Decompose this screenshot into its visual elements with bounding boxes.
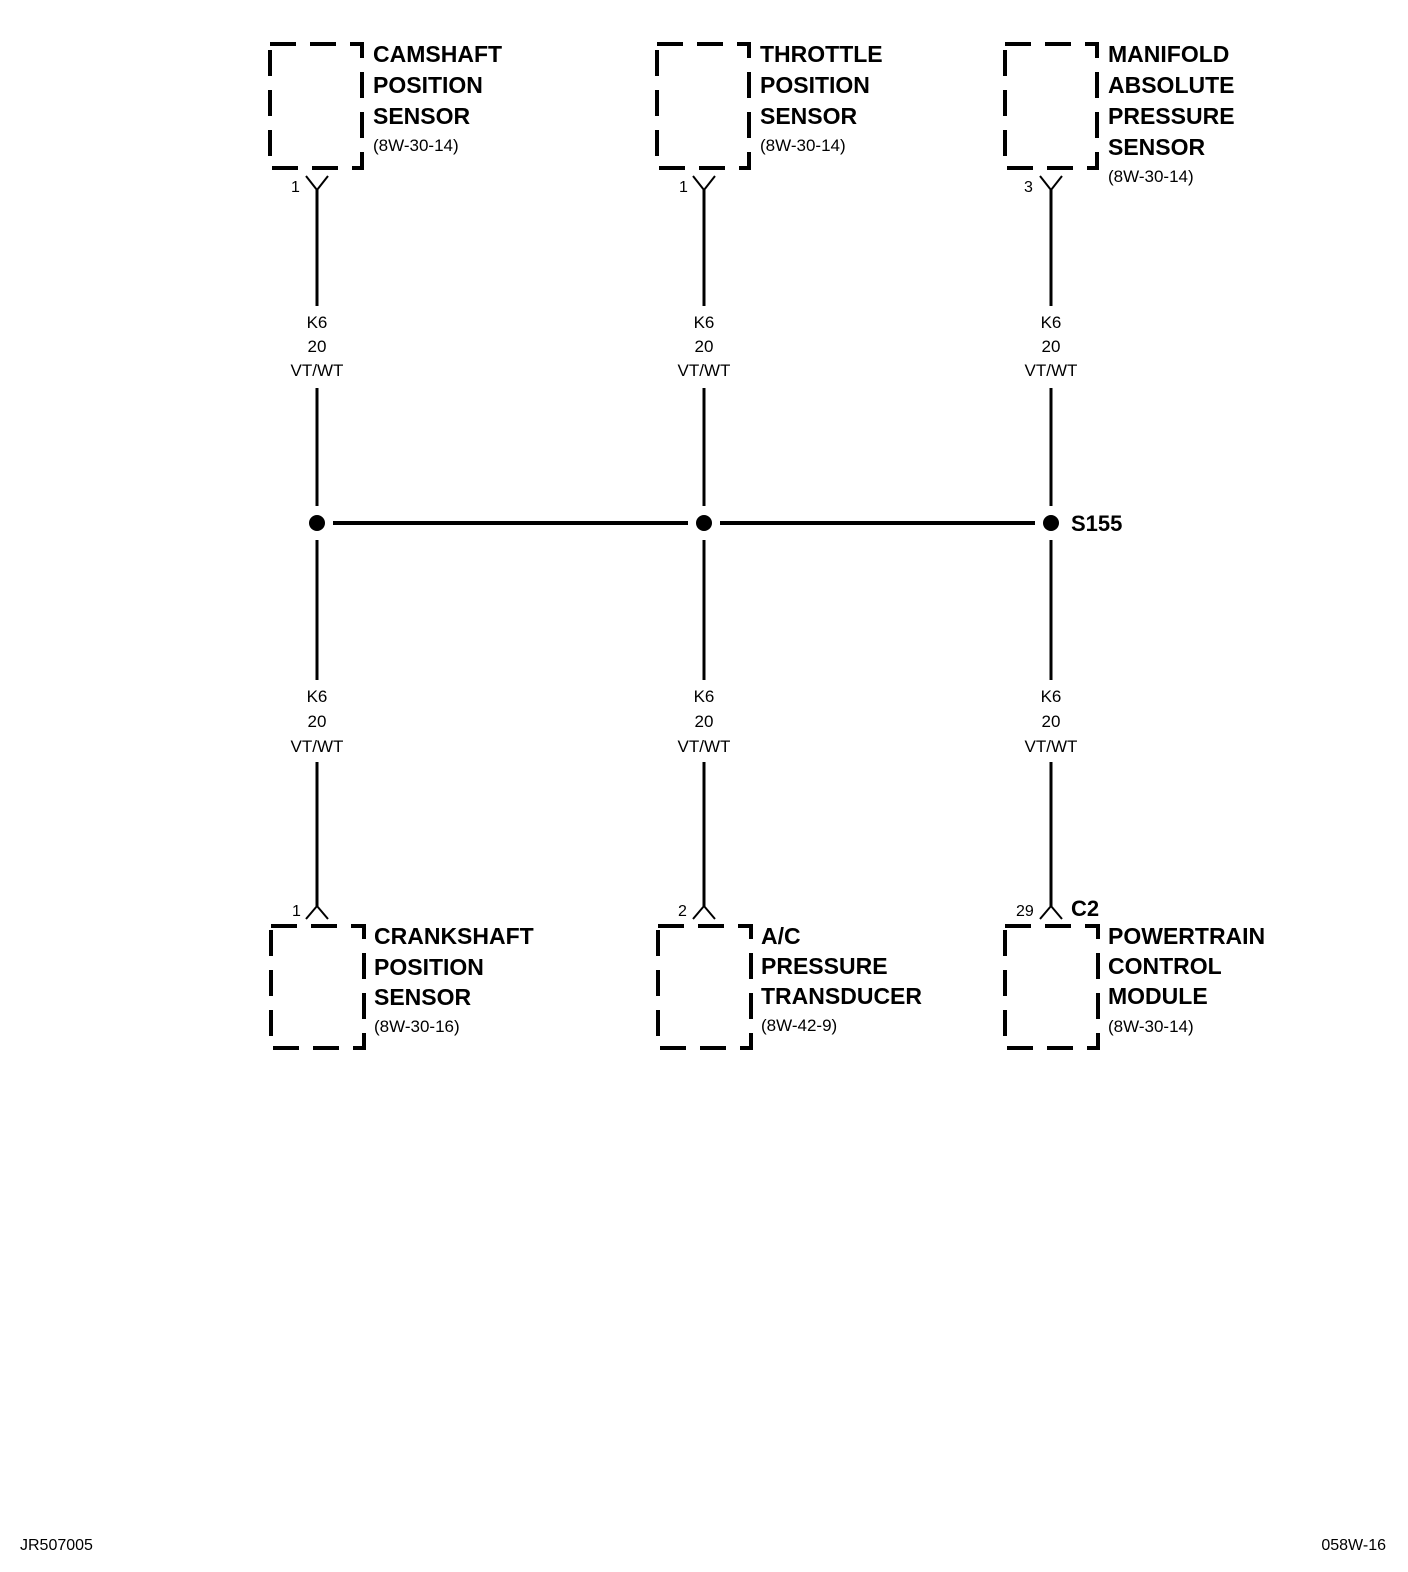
throttle-name-3: SENSOR (760, 103, 858, 129)
footer-left-id: JR507005 (20, 1537, 93, 1554)
splice-dot-left (309, 515, 325, 531)
ac-name-2: PRESSURE (761, 953, 888, 979)
wire-circuit: K6 (694, 313, 715, 332)
map-name-2: ABSOLUTE (1108, 72, 1235, 98)
splice-label: S155 (1071, 511, 1122, 536)
wire-circuit: K6 (307, 313, 328, 332)
map-ref: (8W-30-14) (1108, 167, 1194, 186)
throttle-name-2: POSITION (760, 72, 870, 98)
wire-label-map-top: K6 20 VT/WT (1025, 313, 1078, 380)
ac-pin: 2 (678, 903, 687, 920)
pcm-connector: C2 (1071, 896, 1099, 921)
throttle-pin: 1 (679, 179, 688, 196)
ac-transducer-box (656, 924, 753, 1050)
throttle-name-1: THROTTLE (760, 41, 883, 67)
pcm-pin: 29 (1016, 903, 1034, 920)
pcm-box (1003, 924, 1100, 1050)
camshaft-sensor-box (268, 42, 364, 170)
splice-dot-center (696, 515, 712, 531)
camshaft-terminal (305, 175, 329, 192)
map-name-4: SENSOR (1108, 134, 1206, 160)
ac-name-3: TRANSDUCER (761, 983, 922, 1009)
wire-color: VT/WT (678, 737, 731, 756)
wire-circuit: K6 (307, 687, 328, 706)
crankshaft-sensor-box (269, 924, 366, 1050)
pcm-ref: (8W-30-14) (1108, 1017, 1194, 1036)
crankshaft-name-1: CRANKSHAFT (374, 923, 534, 949)
wire-circuit: K6 (1041, 687, 1062, 706)
wire-label-ac-bottom: K6 20 VT/WT (678, 687, 731, 756)
camshaft-name-2: POSITION (373, 72, 483, 98)
camshaft-position-sensor: CAMSHAFT POSITION SENSOR (8W-30-14) 1 (268, 41, 502, 196)
map-terminal (1039, 175, 1063, 192)
wire-gauge: 20 (308, 337, 327, 356)
crankshaft-name-3: SENSOR (374, 984, 472, 1010)
pcm-name-1: POWERTRAIN (1108, 923, 1265, 949)
map-sensor: MANIFOLD ABSOLUTE PRESSURE SENSOR (8W-30… (1003, 41, 1235, 196)
camshaft-ref: (8W-30-14) (373, 136, 459, 155)
wire-color: VT/WT (291, 737, 344, 756)
wire-label-tps-top: K6 20 VT/WT (678, 313, 731, 380)
pcm-name-2: CONTROL (1108, 953, 1222, 979)
pcm-name-3: MODULE (1108, 983, 1208, 1009)
wire-color: VT/WT (1025, 737, 1078, 756)
wire-gauge: 20 (1042, 337, 1061, 356)
camshaft-pin: 1 (291, 179, 300, 196)
wire-color: VT/WT (678, 361, 731, 380)
ac-pressure-transducer: 2 A/C PRESSURE TRANSDUCER (8W-42-9) (656, 903, 922, 1050)
crankshaft-name-2: POSITION (374, 954, 484, 980)
map-sensor-box (1003, 42, 1099, 170)
crankshaft-terminal (305, 904, 329, 920)
wire-gauge: 20 (308, 712, 327, 731)
wire-color: VT/WT (1025, 361, 1078, 380)
wire-circuit: K6 (694, 687, 715, 706)
wire-gauge: 20 (695, 337, 714, 356)
crankshaft-ref: (8W-30-16) (374, 1017, 460, 1036)
ac-terminal (692, 904, 716, 920)
throttle-sensor-box (655, 42, 751, 170)
camshaft-name-1: CAMSHAFT (373, 41, 502, 67)
map-pin: 3 (1024, 179, 1033, 196)
wire-label-cam-top: K6 20 VT/WT (291, 313, 344, 380)
pcm-terminal (1039, 904, 1063, 920)
ac-ref: (8W-42-9) (761, 1016, 837, 1035)
throttle-terminal (692, 175, 716, 192)
ac-name-1: A/C (761, 923, 801, 949)
wire-color: VT/WT (291, 361, 344, 380)
wire-gauge: 20 (1042, 712, 1061, 731)
crankshaft-position-sensor: 1 CRANKSHAFT POSITION SENSOR (8W-30-16) (269, 903, 534, 1050)
throttle-position-sensor: THROTTLE POSITION SENSOR (8W-30-14) 1 (655, 41, 883, 196)
wire-gauge: 20 (695, 712, 714, 731)
wire-label-pcm-bottom: K6 20 VT/WT (1025, 687, 1078, 756)
throttle-ref: (8W-30-14) (760, 136, 846, 155)
wire-label-crank-bottom: K6 20 VT/WT (291, 687, 344, 756)
powertrain-control-module: 29 C2 POWERTRAIN CONTROL MODULE (8W-30-1… (1003, 896, 1265, 1050)
camshaft-name-3: SENSOR (373, 103, 471, 129)
splice-dot-right (1043, 515, 1059, 531)
map-name-1: MANIFOLD (1108, 41, 1229, 67)
wire-circuit: K6 (1041, 313, 1062, 332)
map-name-3: PRESSURE (1108, 103, 1235, 129)
crankshaft-pin: 1 (292, 903, 301, 920)
footer-right-id: 058W-16 (1321, 1537, 1386, 1554)
